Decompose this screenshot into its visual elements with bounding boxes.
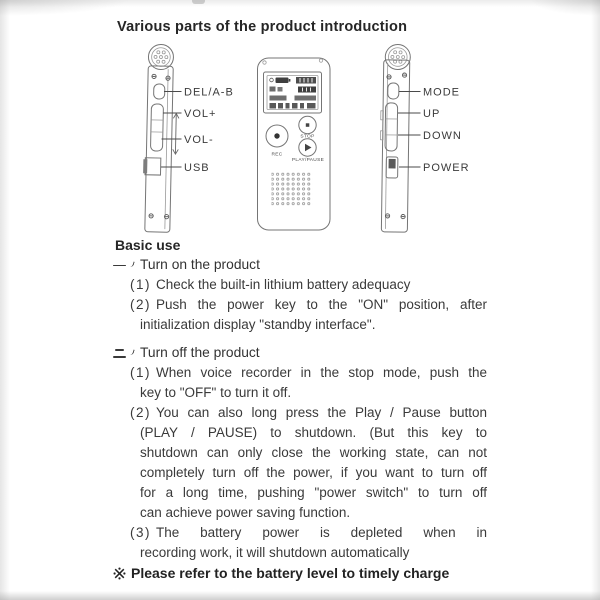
step-line: (2)You can also long press the Play / Pa… xyxy=(130,405,487,420)
right-device-body xyxy=(380,59,411,233)
screw-icon xyxy=(318,58,324,63)
stop-icon xyxy=(305,123,310,127)
play-icon xyxy=(305,143,312,152)
step-line: can achieve power saving function. xyxy=(140,505,351,520)
side-notch xyxy=(380,110,384,121)
instruction-text: Turn on the product (1)Check the built-i… xyxy=(112,255,487,583)
usb-port-edge xyxy=(143,159,148,174)
step-line: recording work, it will shutdown automat… xyxy=(140,545,410,560)
scan-corner-shade xyxy=(0,0,130,16)
play-pause-button xyxy=(298,138,317,157)
label-vol-minus: VOL- xyxy=(184,134,214,146)
scan-corner-shade xyxy=(530,0,600,16)
label-stop: STOP xyxy=(300,134,314,140)
del-ab-button xyxy=(153,83,166,100)
section-one-heading: Turn on the product xyxy=(112,255,487,275)
cjk-enumeration-comma xyxy=(127,345,135,357)
right-labels: MODE UP DOWN POWER xyxy=(398,87,470,174)
left-device-body xyxy=(144,65,174,233)
step-line: (3)The battery power is depleted when in xyxy=(130,525,487,540)
step-line: shutdown can only close the working stat… xyxy=(140,445,487,460)
volume-rocker xyxy=(150,103,164,152)
side-notch xyxy=(380,130,384,141)
up-down-rocker xyxy=(384,102,399,152)
power-switch xyxy=(385,156,399,179)
page-title: Various parts of the product introductio… xyxy=(117,19,408,35)
rocker-direction-arrow xyxy=(172,112,180,156)
microphone-icon xyxy=(384,43,411,71)
label-rec: REC xyxy=(271,152,282,158)
label-mode: MODE xyxy=(423,87,460,99)
mode-button xyxy=(387,82,400,100)
step-line: key to "OFF" to turn it off. xyxy=(140,385,292,400)
step-line: completely turn off the power, if you wa… xyxy=(140,465,487,480)
screw-icon xyxy=(262,60,267,65)
front-view: REC STOP PLAY/PAUSE xyxy=(257,57,331,231)
label-up: UP xyxy=(423,108,440,120)
screw-icon xyxy=(385,213,391,219)
label-down: DOWN xyxy=(423,130,462,142)
battery-icon xyxy=(275,77,289,83)
section-two-heading: Turn off the product xyxy=(112,343,487,363)
lcd-display xyxy=(263,71,322,114)
cjk-enumeration-comma xyxy=(127,257,135,269)
screw-icon xyxy=(400,214,406,220)
scan-edge-bottom xyxy=(0,591,600,600)
cjk-numeral-two xyxy=(112,346,127,359)
left-labels: DEL/A-B VOL+ VOL- USB xyxy=(161,87,234,174)
screw-icon xyxy=(148,213,154,219)
label-play-pause: PLAY/PAUSE xyxy=(292,157,324,163)
label-power: POWER xyxy=(423,162,470,174)
label-usb: USB xyxy=(184,162,210,174)
screw-icon xyxy=(151,73,157,79)
step-line: (PLAY / PAUSE) to shutdown. (But this ke… xyxy=(140,425,487,440)
screw-icon xyxy=(386,74,392,80)
right-side-view xyxy=(380,43,411,233)
step-line: (2)Push the power key to the "ON" positi… xyxy=(130,297,487,312)
basic-use-heading: Basic use xyxy=(115,237,181,253)
stop-button xyxy=(298,115,317,135)
reference-mark-icon xyxy=(113,565,126,585)
cjk-numeral-one xyxy=(112,258,127,271)
battery-note: Please refer to the battery level to tim… xyxy=(113,563,509,583)
label-del-ab: DEL/A-B xyxy=(184,87,234,99)
step-line: for a long time, pushing "power switch" … xyxy=(140,485,487,500)
label-vol-plus: VOL+ xyxy=(184,108,216,120)
device-diagram: DEL/A-B VOL+ VOL- USB xyxy=(143,43,470,233)
scan-smudge xyxy=(192,0,205,4)
rec-button xyxy=(265,124,289,148)
scan-edge-top xyxy=(0,0,600,7)
left-side-view xyxy=(143,43,180,233)
speaker-grille xyxy=(271,171,313,206)
step-line: initialization display "standby interfac… xyxy=(140,317,376,332)
step-line: (1)When voice recorder in the stop mode,… xyxy=(130,365,487,380)
step-line: (1)Check the built-in lithium battery ad… xyxy=(130,277,411,292)
front-device-body xyxy=(257,57,331,231)
screw-icon xyxy=(401,72,408,78)
